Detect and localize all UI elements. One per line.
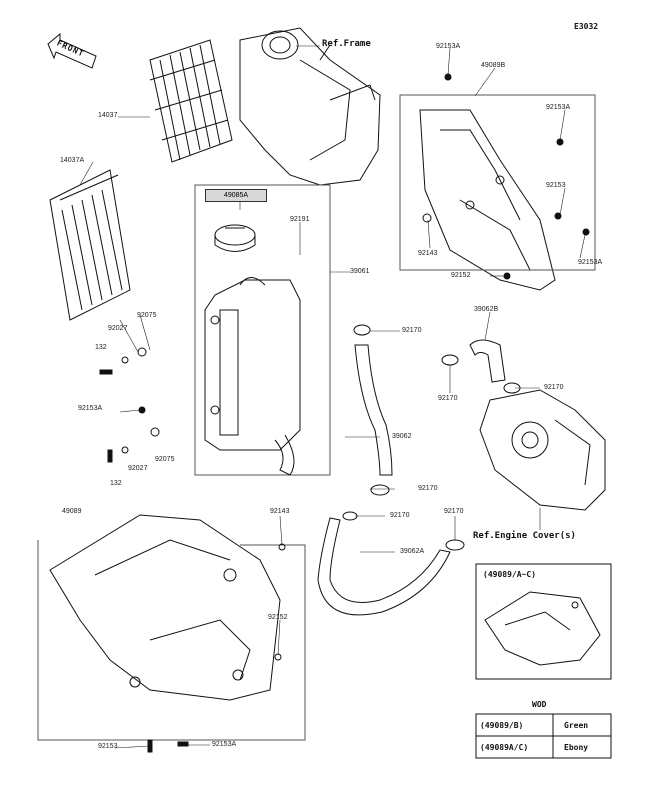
frame-part <box>239 27 381 186</box>
radiator-cap <box>214 224 256 252</box>
inset-model: WOD <box>532 700 547 709</box>
part-label: 92153A <box>436 43 461 50</box>
bolt-icon <box>177 741 189 747</box>
part-label: 39062B <box>474 306 499 313</box>
clamp-icon <box>353 324 371 336</box>
inset-shroud <box>484 591 601 666</box>
color-table-color: Green <box>564 721 589 730</box>
part-label: 132 <box>110 480 122 487</box>
radiator-grill-left <box>49 169 131 321</box>
page-code: E3032 <box>574 22 599 31</box>
color-table-part: (49089/B) <box>480 721 524 730</box>
part-label: 92152 <box>451 272 471 279</box>
clamp-icon <box>503 382 521 394</box>
color-table-color: Ebony <box>564 743 589 752</box>
color-table-part: (49089A/C) <box>480 743 529 752</box>
shroud-lower <box>49 514 281 701</box>
part-label: 92153 <box>98 743 118 750</box>
part-label: 14037 <box>98 112 118 119</box>
bolt-icon <box>554 212 562 220</box>
part-label: 39061 <box>350 268 370 275</box>
part-label: 92170 <box>438 395 458 402</box>
bolt-icon <box>582 228 590 236</box>
radiator-core <box>204 277 301 476</box>
part-label: 92170 <box>444 508 464 515</box>
ref-engine-cover-label: Ref.Engine Cover(s) <box>473 531 576 541</box>
grommet-icon <box>121 446 129 454</box>
part-label: 49089 <box>62 508 82 515</box>
clamp-icon <box>370 484 390 496</box>
washer-icon <box>278 543 286 551</box>
bolt-icon <box>147 739 153 753</box>
part-label: 92075 <box>137 312 157 319</box>
hose-39062B <box>469 339 506 383</box>
part-label: 92191 <box>290 216 310 223</box>
washer-icon <box>422 213 432 223</box>
clamp-icon <box>342 511 358 521</box>
collar-icon <box>150 427 160 437</box>
part-label: 92153 <box>546 182 566 189</box>
bolt-icon <box>107 449 113 463</box>
part-label: 92153A <box>78 405 103 412</box>
clamp-icon <box>441 354 459 366</box>
part-label: 92170 <box>418 485 438 492</box>
radiator-grill-upper <box>149 39 233 163</box>
bolt-icon <box>556 138 564 146</box>
inset-title: (49089/A~C) <box>483 570 536 579</box>
part-label: 92027 <box>108 325 128 332</box>
shroud-group-box <box>399 94 596 271</box>
part-label-boxed: 49085A <box>205 189 267 202</box>
part-label: 92143 <box>270 508 290 515</box>
part-label: 92143 <box>418 250 438 257</box>
part-label: 92153A <box>546 104 571 111</box>
part-label: 92027 <box>128 465 148 472</box>
grommet-icon <box>274 653 282 661</box>
part-label: 14037A <box>60 157 85 164</box>
shroud-upper-right <box>419 109 556 291</box>
part-label: 39062 <box>392 433 412 440</box>
engine-cover <box>479 389 606 511</box>
part-label: 49089B <box>481 62 506 69</box>
shroud-lower-box <box>37 540 306 741</box>
front-arrow-icon <box>47 32 97 69</box>
bolt-icon <box>444 73 452 81</box>
part-label: 92153A <box>578 259 603 266</box>
hose-39062 <box>354 344 393 476</box>
part-label: 39062A <box>400 548 425 555</box>
radiator-group-box <box>194 184 331 476</box>
inset-box <box>475 563 612 680</box>
part-label: 92170 <box>544 384 564 391</box>
part-label: 92152 <box>268 614 288 621</box>
grommet-icon <box>503 272 511 280</box>
bolt-icon <box>99 369 113 375</box>
part-label: 92170 <box>390 512 410 519</box>
ref-frame-label: Ref.Frame <box>322 39 371 49</box>
grommet-icon <box>121 356 129 364</box>
part-label: 132 <box>95 344 107 351</box>
bolt-icon <box>138 406 146 414</box>
part-label: 92075 <box>155 456 175 463</box>
part-label: 92153A <box>212 741 237 748</box>
part-label: 92170 <box>402 327 422 334</box>
clamp-icon <box>445 539 465 551</box>
hose-39062A <box>317 517 451 616</box>
collar-icon <box>137 347 147 357</box>
